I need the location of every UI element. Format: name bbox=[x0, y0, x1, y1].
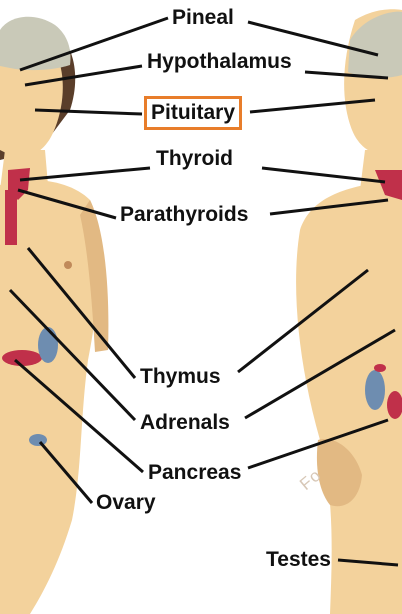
label-adrenals: Adrenals bbox=[140, 411, 230, 435]
label-thymus: Thymus bbox=[140, 365, 221, 389]
female-nipple bbox=[64, 261, 72, 269]
male-figure bbox=[296, 9, 402, 614]
female-trachea bbox=[5, 190, 17, 245]
label-pituitary-highlighted: Pituitary bbox=[144, 96, 242, 130]
male-kidney bbox=[365, 370, 385, 410]
female-figure bbox=[0, 17, 108, 614]
label-pineal: Pineal bbox=[172, 6, 234, 30]
female-kidney bbox=[38, 327, 58, 363]
male-adrenal bbox=[374, 364, 386, 372]
label-testes: Testes bbox=[266, 548, 331, 572]
label-parathyroids: Parathyroids bbox=[120, 203, 248, 227]
label-pancreas: Pancreas bbox=[148, 461, 241, 485]
female-torso bbox=[0, 180, 99, 614]
label-hypothalamus: Hypothalamus bbox=[147, 50, 292, 74]
female-brain bbox=[0, 17, 70, 70]
label-ovary: Ovary bbox=[96, 491, 156, 515]
female-pancreas bbox=[2, 350, 42, 366]
female-ovary bbox=[29, 434, 47, 446]
label-thyroid: Thyroid bbox=[156, 147, 233, 171]
